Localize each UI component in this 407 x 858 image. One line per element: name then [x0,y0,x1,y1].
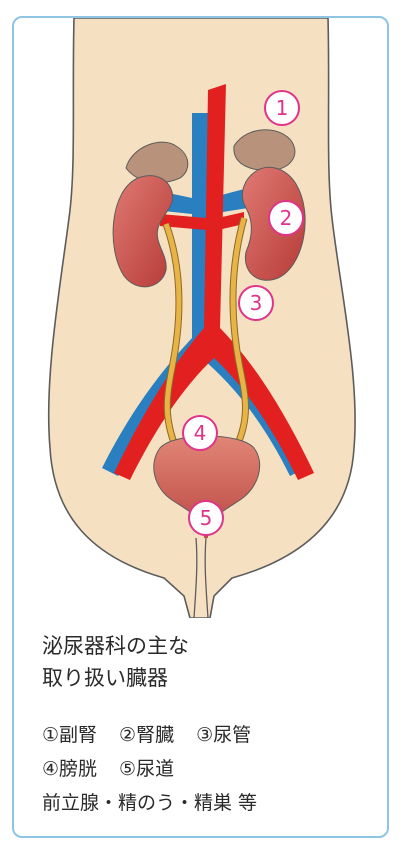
marker-label-5: 5 [200,506,213,530]
aorta [114,84,314,480]
marker-label-1: 1 [276,96,289,120]
kidney-left [112,175,174,288]
groin-line-left [193,537,198,618]
legend-item-adrenal: ①副腎 [42,724,98,746]
bladder [153,435,261,523]
marker-kidney: 2 [268,200,304,236]
legend-item-bladder: ④膀胱 [42,758,98,780]
ureter-left-fill [163,223,182,449]
legend-item-prostate: 前立腺・精のう・精巣 等 [42,792,258,814]
legend-item-urethra: ⑤尿道 [119,758,175,780]
marker-label-3: 3 [250,291,263,315]
marker-ureter: 3 [238,285,274,321]
marker-label-4: 4 [194,421,207,445]
marker-adrenal: 1 [264,90,300,126]
marker-label-2: 2 [280,206,293,230]
marker-bladder: 4 [182,415,218,451]
renal-artery-left [160,214,206,230]
groin-line-right [204,537,209,618]
marker-urethra: 5 [188,500,224,536]
urinary-system-illustration: 1 2 3 4 5 [47,18,356,618]
adrenal-right [233,129,296,171]
ureter-right-fill [230,217,248,450]
caption-line-1: 泌尿器科の主な [42,634,189,658]
caption-title: 泌尿器科の主な 取り扱い臓器 [42,630,189,694]
caption-line-2: 取り扱い臓器 [42,666,168,690]
legend-row-3: 前立腺・精のう・精巣 等 [42,786,257,820]
legend-item-kidney: ②腎臓 [119,724,175,746]
vena-cava [102,113,306,476]
legend-row-1: ①副腎 ②腎臓 ③尿管 [42,718,257,752]
renal-artery-right [218,212,244,230]
legend-row-2: ④膀胱 ⑤尿道 [42,752,257,786]
anatomy-card: 1 2 3 4 5 泌尿器科の主な 取り扱い臓器 ①副腎 ②腎臓 ③尿管 ④膀胱 [12,16,389,838]
legend-item-ureter: ③尿管 [196,724,252,746]
organ-legend: ①副腎 ②腎臓 ③尿管 ④膀胱 ⑤尿道 前立腺・精のう・精巣 等 [42,718,257,820]
